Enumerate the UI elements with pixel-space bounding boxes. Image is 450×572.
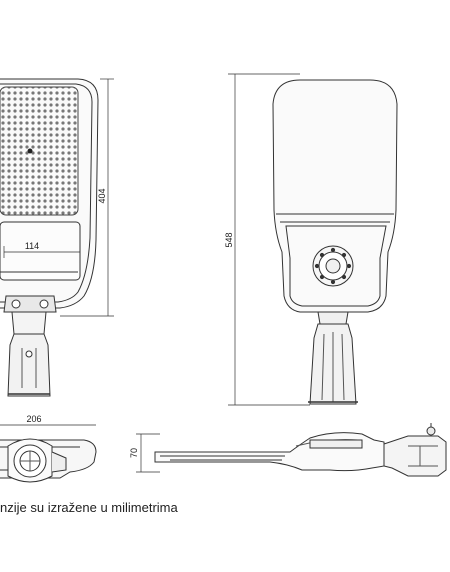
mount-neck: [11, 311, 47, 335]
side-view: [154, 423, 447, 477]
led-center-sensor: [27, 148, 33, 154]
back-view: [272, 79, 398, 405]
back-dimension-lines: [228, 73, 310, 406]
side-dimension-lines: [136, 433, 160, 473]
dim-panel-width: 114: [25, 241, 39, 251]
front-lower-panel: [0, 221, 81, 281]
side-heatsink: [309, 439, 363, 449]
front-dimension-lines: [0, 78, 114, 426]
bottom-view: [0, 438, 97, 483]
dim-side-height: 70: [129, 448, 139, 458]
led-array: [0, 86, 79, 216]
back-sensor-socket: [312, 245, 354, 287]
back-inner-panel: [285, 225, 387, 307]
dim-front-width: 206: [26, 414, 41, 424]
dim-back-height: 548: [224, 232, 234, 247]
back-neck: [317, 311, 349, 325]
side-body: [154, 432, 385, 472]
units-caption: nzije su izražene u milimetrima: [0, 500, 178, 515]
dim-front-height: 404: [97, 188, 107, 203]
front-housing-inner: [0, 83, 93, 303]
side-arm: [383, 435, 447, 477]
side-bolt: [426, 426, 436, 436]
back-housing: [272, 79, 398, 313]
pole-adapter: [7, 333, 51, 397]
front-view: [0, 78, 99, 397]
